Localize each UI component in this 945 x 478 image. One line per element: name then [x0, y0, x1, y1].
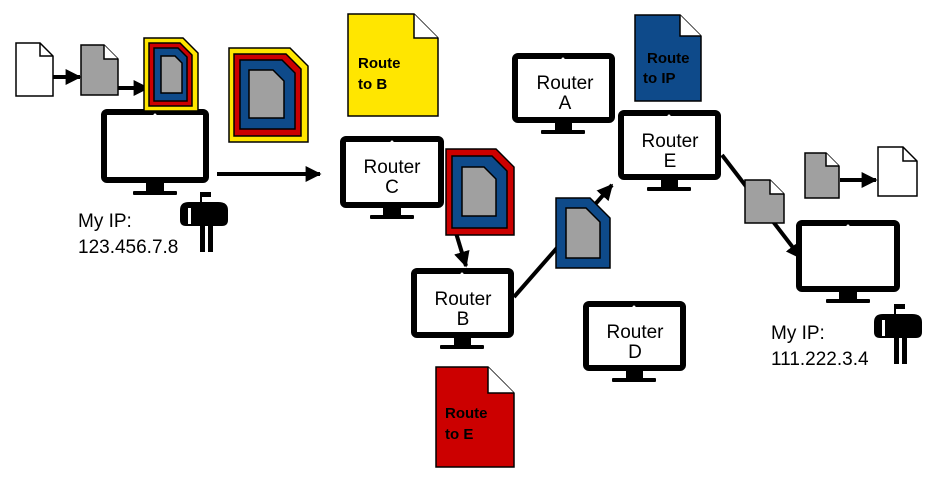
router-a-label-1: Router — [536, 73, 594, 94]
gray-packet-icon — [804, 152, 840, 199]
router-c-label-2: C — [385, 177, 399, 198]
note-route-to-b: Route to B — [347, 13, 439, 117]
note-route-to-ip-line2: to IP — [643, 70, 676, 87]
receiver-ip-label: My IP: — [771, 323, 825, 344]
gray-packet-icon — [744, 179, 785, 224]
file-icon — [15, 42, 54, 97]
router-d: Router D — [583, 301, 686, 382]
router-a: Router A — [512, 53, 615, 134]
gray-packet-icon — [80, 44, 119, 96]
router-a-label-2: A — [559, 93, 572, 114]
router-c: Router C — [340, 136, 444, 219]
router-e: Router E — [618, 110, 721, 191]
wrapped-packet-icon — [143, 37, 199, 112]
note-route-to-ip-line1: Route — [647, 50, 690, 67]
router-e-label-1: Router — [641, 131, 699, 152]
arrow-router-c-to-router-b — [454, 232, 470, 268]
mailbox-icon — [874, 304, 922, 364]
note-route-to-e-line2: to E — [445, 426, 473, 443]
sender-ip-label: My IP: — [78, 211, 132, 232]
note-route-to-b-line1: Route — [358, 55, 401, 72]
wrapped-packet-icon — [445, 148, 515, 236]
router-b: Router B — [411, 268, 514, 349]
note-route-to-e: Route to E — [435, 366, 515, 468]
file-icon — [877, 146, 918, 197]
sender-ip-value: 123.456.7.8 — [78, 237, 178, 258]
note-route-to-e-line1: Route — [445, 405, 488, 422]
sender-computer — [101, 109, 209, 195]
receiver-computer — [796, 220, 900, 303]
router-b-label-1: Router — [434, 289, 492, 310]
router-d-label-2: D — [628, 342, 642, 363]
mailbox-icon — [180, 192, 228, 252]
note-route-to-ip: Route to IP — [634, 14, 702, 102]
router-d-label-1: Router — [606, 322, 664, 343]
note-route-to-b-line2: to B — [358, 76, 387, 93]
wrapped-packet-icon — [228, 47, 309, 143]
router-b-label-2: B — [457, 309, 470, 330]
router-e-label-2: E — [664, 151, 677, 172]
router-c-label-1: Router — [363, 157, 421, 178]
receiver-ip-value: 111.222.3.4 — [771, 349, 869, 370]
wrapped-packet-icon — [555, 197, 611, 269]
